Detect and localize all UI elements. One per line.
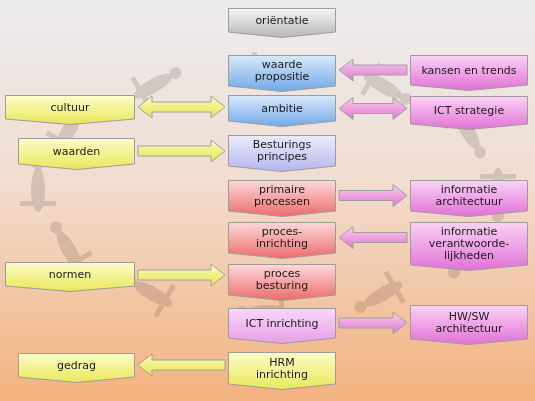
box-outline — [229, 136, 336, 172]
culture-box: gedrag — [18, 353, 135, 383]
culture-box: cultuur — [5, 95, 135, 125]
box-label: HRM inrichting — [242, 357, 322, 381]
box-label: ICT inrichting — [245, 318, 318, 330]
box-label: informatie verantwoorde- lijkheden — [420, 226, 518, 262]
box-outline — [411, 223, 528, 271]
step-box: proces besturing — [228, 264, 336, 301]
step-box: primaire processen — [228, 180, 336, 217]
culture-box: normen — [5, 262, 135, 292]
box-label: primaire processen — [242, 184, 322, 208]
box-label: proces- inrichting — [242, 226, 322, 250]
box-outline — [229, 223, 336, 259]
step-box: waarde propositie — [228, 55, 336, 92]
step-box: ambitie — [228, 95, 336, 127]
box-label: proces besturing — [242, 268, 322, 292]
box-label: waarde propositie — [242, 59, 322, 83]
input-box: informatie verantwoorde- lijkheden — [410, 222, 528, 271]
input-box: ICT strategie — [410, 96, 528, 130]
block-arrow — [339, 185, 407, 207]
block-arrow — [339, 312, 407, 334]
step-box: ICT inrichting — [228, 308, 336, 344]
box-label: oriëntatie — [255, 15, 308, 27]
box-outline — [229, 9, 336, 38]
box-outline — [229, 181, 336, 217]
step-box: proces- inrichting — [228, 222, 336, 259]
box-label: ICT strategie — [434, 105, 504, 117]
step-box: oriëntatie — [228, 8, 336, 38]
block-arrow — [138, 140, 225, 162]
box-label: ambitie — [261, 103, 303, 115]
step-box: Besturings principes — [228, 135, 336, 172]
input-box: informatie architectuur — [410, 180, 528, 217]
box-label: informatie architectuur — [420, 184, 518, 208]
box-outline — [229, 353, 336, 390]
box-outline — [411, 56, 528, 91]
box-outline — [19, 139, 135, 170]
box-label: waarden — [53, 146, 101, 158]
block-arrow — [138, 264, 225, 286]
block-arrow — [138, 96, 225, 118]
box-outline — [229, 309, 336, 344]
box-outline — [411, 306, 528, 345]
culture-box: waarden — [18, 138, 135, 170]
box-outline — [229, 265, 336, 301]
box-label: normen — [49, 269, 92, 281]
box-outline — [229, 56, 336, 92]
box-outline — [6, 96, 135, 125]
box-outline — [6, 263, 135, 292]
block-arrow — [339, 98, 407, 120]
block-arrow — [339, 59, 407, 81]
box-label: gedrag — [57, 360, 96, 372]
step-box: HRM inrichting — [228, 352, 336, 390]
box-outline — [19, 354, 135, 383]
box-outline — [411, 181, 528, 217]
input-box: HW/SW architectuur — [410, 305, 528, 345]
block-arrow — [138, 354, 225, 376]
box-outline — [229, 96, 336, 127]
box-label: Besturings principes — [242, 139, 322, 163]
box-outline — [411, 97, 528, 130]
box-label: cultuur — [51, 102, 90, 114]
box-label: kansen en trends — [421, 65, 516, 77]
input-box: kansen en trends — [410, 55, 528, 91]
box-label: HW/SW architectuur — [420, 311, 518, 335]
block-arrow — [339, 227, 407, 249]
